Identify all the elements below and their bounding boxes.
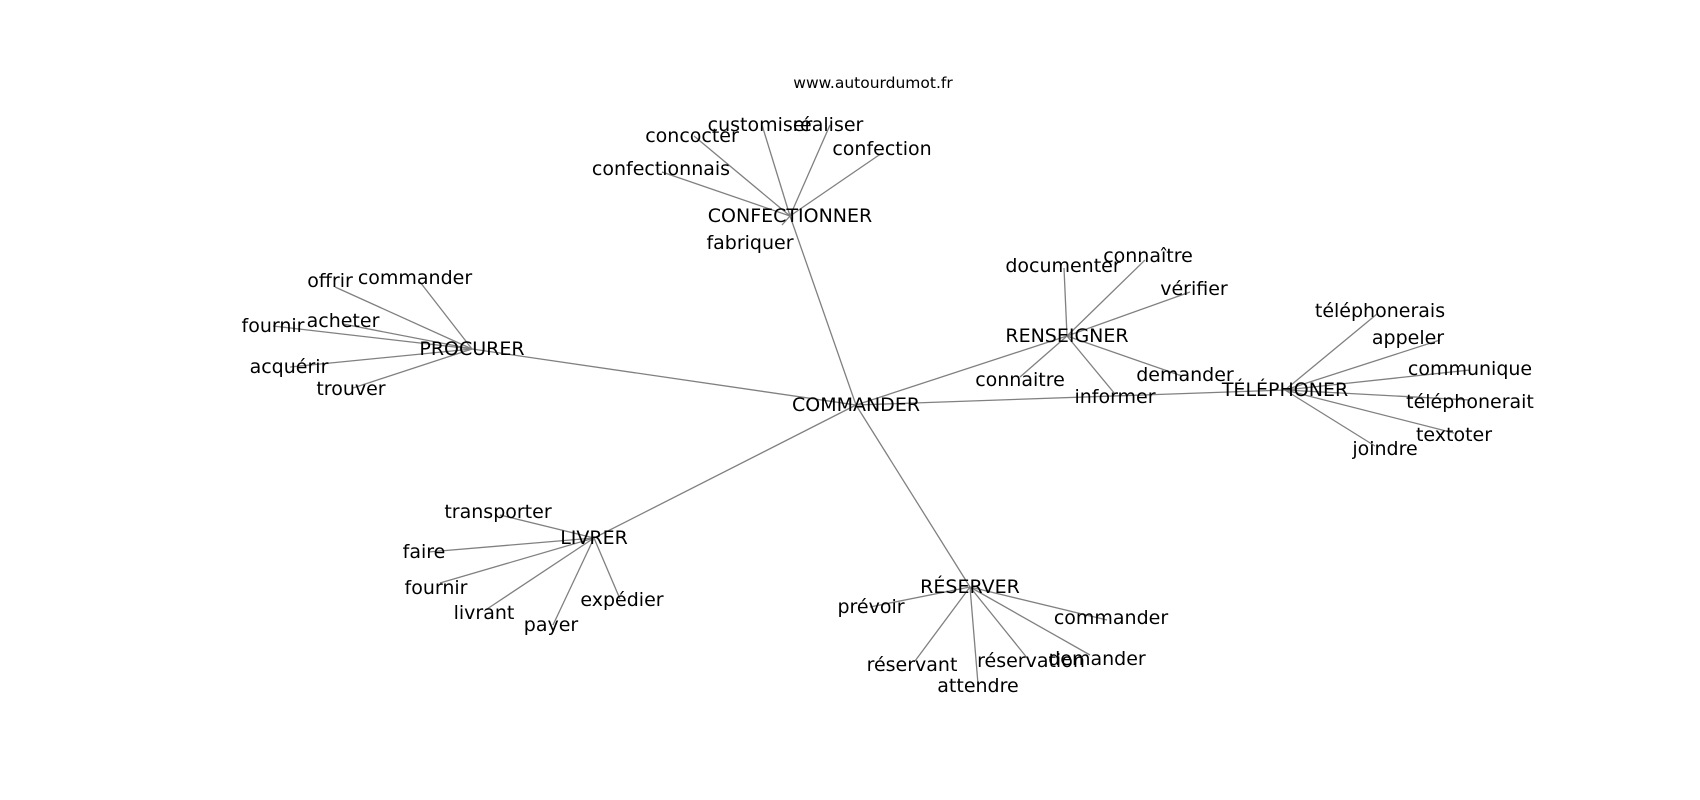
hub-node-livrer: LIVRER: [560, 527, 628, 549]
hub-node-procurer: PROCURER: [419, 338, 524, 360]
edge-center-confectionner: [789, 215, 857, 406]
leaf-node-concocter: concocter: [645, 125, 739, 147]
leaf-node-informer: informer: [1074, 386, 1155, 408]
edge-livrer-transporter: [499, 514, 595, 539]
edge-center-renseigner: [855, 335, 1068, 406]
leaf-node-fournir: fournir: [405, 577, 468, 599]
edge-procurer-acheter: [342, 323, 473, 350]
edge-telephoner-appeler: [1284, 339, 1441, 391]
edge-procurer-offrir: [334, 286, 473, 350]
edge-livrer-faire: [427, 537, 595, 553]
edge-renseigner-connaitre: [1066, 259, 1146, 337]
edge-livrer-payer: [552, 537, 595, 626]
edge-center-telephoner: [855, 389, 1286, 406]
leaf-node-transporter: transporter: [444, 501, 551, 523]
edge-livrer-fournir: [439, 537, 595, 584]
edge-livrer-livrant: [483, 537, 595, 612]
edge-renseigner-documenter: [1063, 267, 1068, 337]
edge-reserver-demander: [969, 586, 1091, 656]
edge-confectionner-fabriquer: [781, 215, 791, 226]
edge-reserver-attendre: [969, 586, 979, 685]
leaf-node-telephonerait: téléphonerait: [1406, 391, 1534, 413]
edge-procurer-commander: [419, 281, 473, 350]
leaf-node-payer: payer: [524, 614, 579, 636]
edge-reserver-prevoir: [869, 586, 971, 608]
graph-edges: [272, 124, 1471, 685]
hub-node-confectionner: CONFECTIONNER: [708, 205, 872, 227]
leaf-node-reservation: réservation: [977, 650, 1085, 672]
leaf-node-joindre: joindre: [1351, 438, 1417, 460]
leaf-node-demander: demander: [1136, 364, 1234, 386]
leaf-node-customiser: customiser: [708, 114, 813, 136]
edge-confectionner-confection: [789, 152, 883, 217]
watermark-text: www.autourdumot.fr: [793, 74, 953, 92]
edge-reserver-reservant: [914, 586, 971, 662]
edge-renseigner-demander: [1066, 335, 1183, 377]
leaf-node-documenter: documenter: [1005, 255, 1121, 277]
leaf-node-realiser: réaliser: [793, 114, 864, 136]
leaf-node-livrant: livrant: [454, 602, 515, 624]
edge-telephoner-telephonerait: [1284, 389, 1471, 401]
leaf-node-confection: confection: [832, 138, 931, 160]
edge-procurer-fournir: [272, 325, 473, 350]
hub-node-reserver: RÉSERVER: [920, 575, 1020, 598]
leaf-node-acquerir: acquérir: [250, 356, 329, 378]
leaf-node-trouver: trouver: [316, 378, 385, 400]
edge-confectionner-customiser: [761, 124, 791, 217]
leaf-node-faire: faire: [403, 541, 446, 563]
leaf-node-acheter: acheter: [307, 310, 380, 332]
leaf-node-communique: communique: [1408, 358, 1532, 380]
leaf-node-prevoir: prévoir: [837, 596, 904, 618]
leaf-node-verifier: vérifier: [1160, 278, 1228, 300]
leaf-node-reservant: réservant: [867, 654, 958, 676]
leaf-node-demander: demander: [1048, 648, 1146, 670]
edge-renseigner-verifier: [1066, 291, 1191, 337]
edge-telephoner-joindre: [1284, 389, 1376, 447]
hub-node-renseigner: RENSEIGNER: [1005, 325, 1128, 347]
edge-livrer-expedier: [593, 537, 621, 600]
edge-renseigner-informer: [1066, 335, 1116, 395]
graph-labels: www.autourdumot.fr COMMANDER CONFECTIONNE…: [242, 74, 1534, 697]
leaf-node-expedier: expédier: [580, 589, 663, 611]
center-node-commander: COMMANDER: [792, 394, 920, 416]
edge-procurer-acquerir: [289, 348, 473, 368]
edge-confectionner-concocter: [693, 135, 791, 217]
leaf-node-connaitre: connaitre: [975, 369, 1065, 391]
edge-telephoner-telephonerais: [1284, 313, 1378, 391]
leaf-node-fabriquer: fabriquer: [706, 232, 793, 254]
edge-center-livrer: [593, 404, 857, 539]
leaf-node-telephonerais: téléphonerais: [1315, 300, 1445, 322]
hub-node-telephoner: TÉLÉPHONER: [1221, 378, 1348, 401]
leaf-node-commander: commander: [1054, 607, 1169, 629]
edge-telephoner-communique: [1284, 369, 1471, 391]
leaf-node-attendre: attendre: [937, 675, 1018, 697]
edge-telephoner-textoter: [1284, 389, 1455, 434]
edge-procurer-trouver: [352, 348, 473, 389]
edge-confectionner-confectionnais: [661, 171, 791, 217]
leaf-node-confectionnais: confectionnais: [592, 158, 730, 180]
leaf-node-offrir: offrir: [307, 270, 353, 292]
leaf-node-connaitre: connaître: [1103, 245, 1193, 267]
leaf-node-appeler: appeler: [1372, 327, 1444, 349]
leaf-node-textoter: textoter: [1416, 424, 1492, 446]
edge-renseigner-connaitre: [1019, 335, 1068, 378]
leaf-node-fournir: fournir: [242, 315, 305, 337]
leaf-node-commander: commander: [358, 267, 473, 289]
edge-confectionner-realiser: [789, 124, 831, 217]
edge-center-reserver: [855, 404, 971, 588]
edge-reserver-reservation: [969, 586, 1029, 660]
edge-center-procurer: [471, 348, 857, 406]
edge-reserver-commander: [969, 586, 1108, 621]
